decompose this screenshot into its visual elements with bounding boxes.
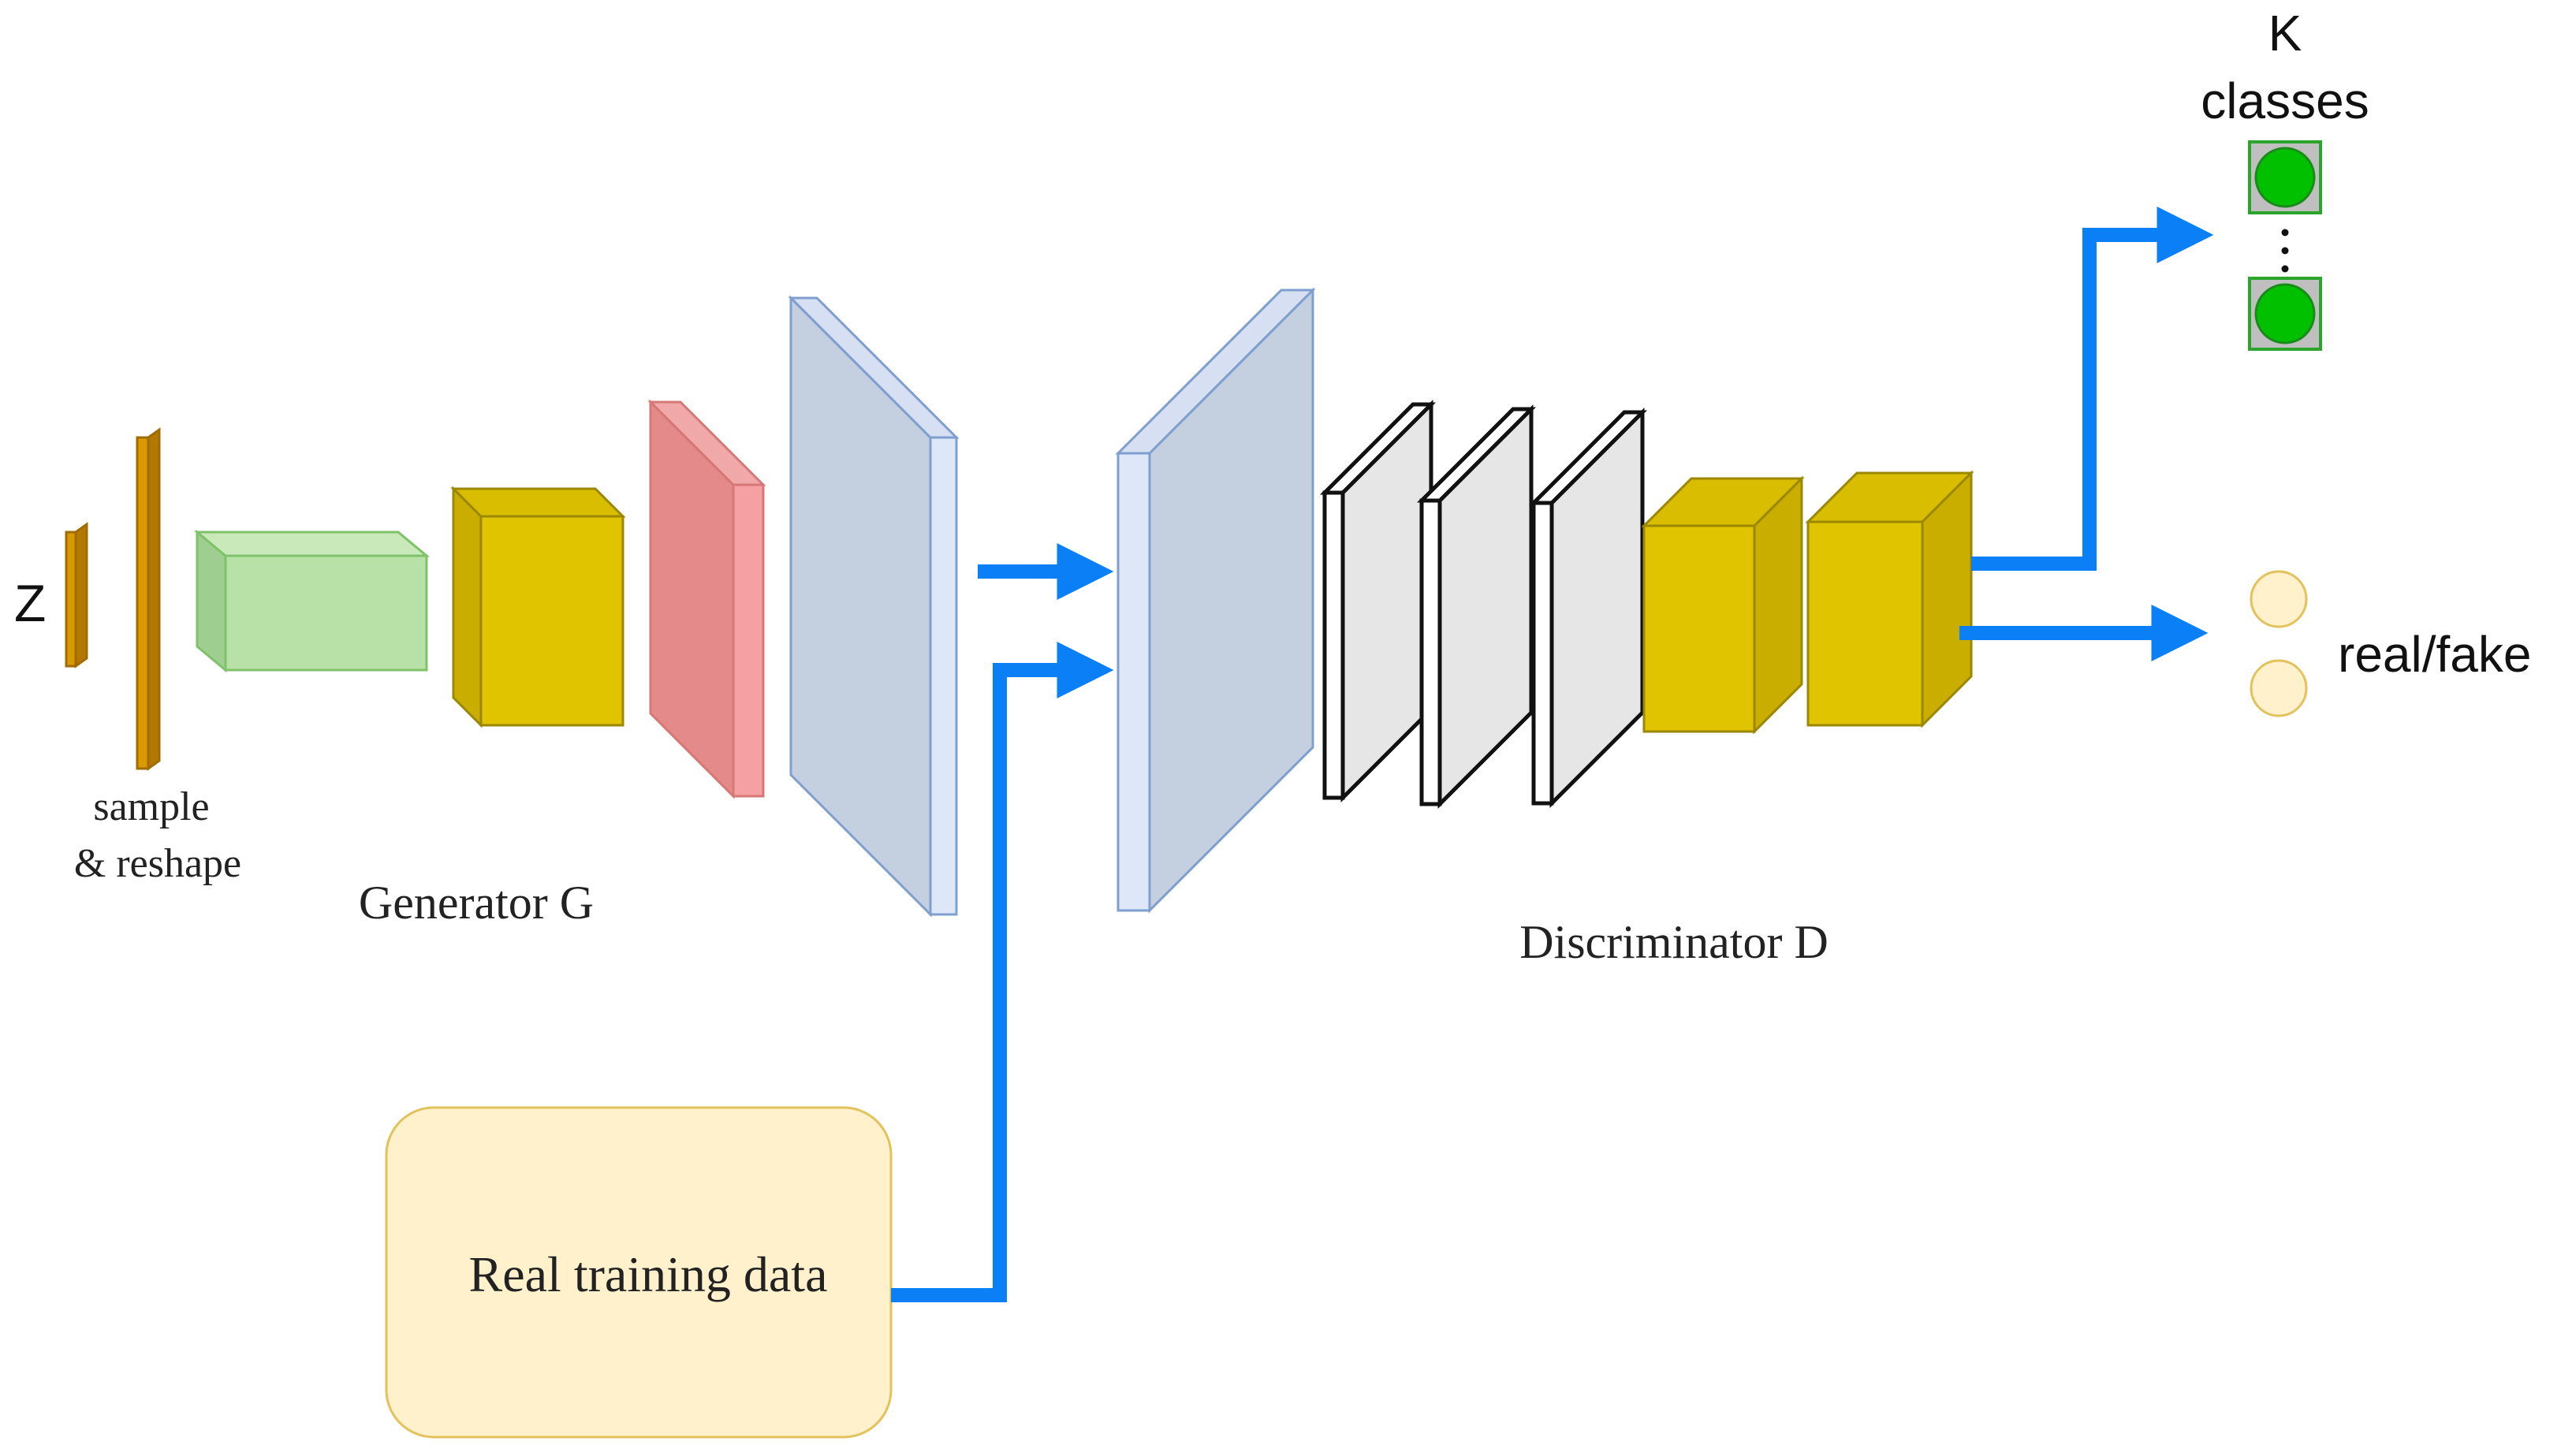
class-node-bottom [2254,283,2316,344]
generator-conv-block [450,486,626,728]
real-training-data-label: Real training data [469,1246,828,1302]
real-fake-node-bottom [2250,659,2308,717]
generator-dense-block [193,529,431,673]
discriminator-label: Discriminator D [1519,916,1828,968]
ellipsis-dot [2281,247,2289,255]
discriminator-conv-block-1 [1641,475,1805,735]
generator-output-slab-blue [788,295,960,918]
real-fake-nodes [2250,570,2308,717]
ellipsis-dot [2281,229,2289,236]
generator-label: Generator G [359,877,594,929]
discriminator-conv-slab-2 [1416,404,1537,810]
discriminator-input-slab-blue [1115,287,1316,914]
real-data-to-discriminator-arrow [891,642,1114,1302]
real-fake-node-top [2250,570,2308,628]
z-label: Z [14,574,46,632]
arrows [891,207,2214,1302]
discriminator-conv-block-2 [1805,470,1974,728]
discriminator-conv-slab-1 [1319,399,1437,803]
k-label: K [2268,5,2302,61]
classes-label: classes [2201,73,2369,129]
reshape-label: & reshape [74,841,241,886]
real-training-data-box [385,1106,893,1439]
z-input-bar [65,522,88,668]
class-output-arrow [1971,207,2214,571]
k-classes-nodes [2248,140,2322,351]
sample-label: sample [93,784,209,829]
ellipsis-dot [2281,265,2289,273]
generator-deconv-slab-red [647,399,766,799]
class-node-top [2254,147,2316,208]
discriminator-conv-slab-3 [1528,407,1648,809]
real-fake-label: real/fake [2338,626,2531,683]
sample-reshape-bar [136,427,161,771]
